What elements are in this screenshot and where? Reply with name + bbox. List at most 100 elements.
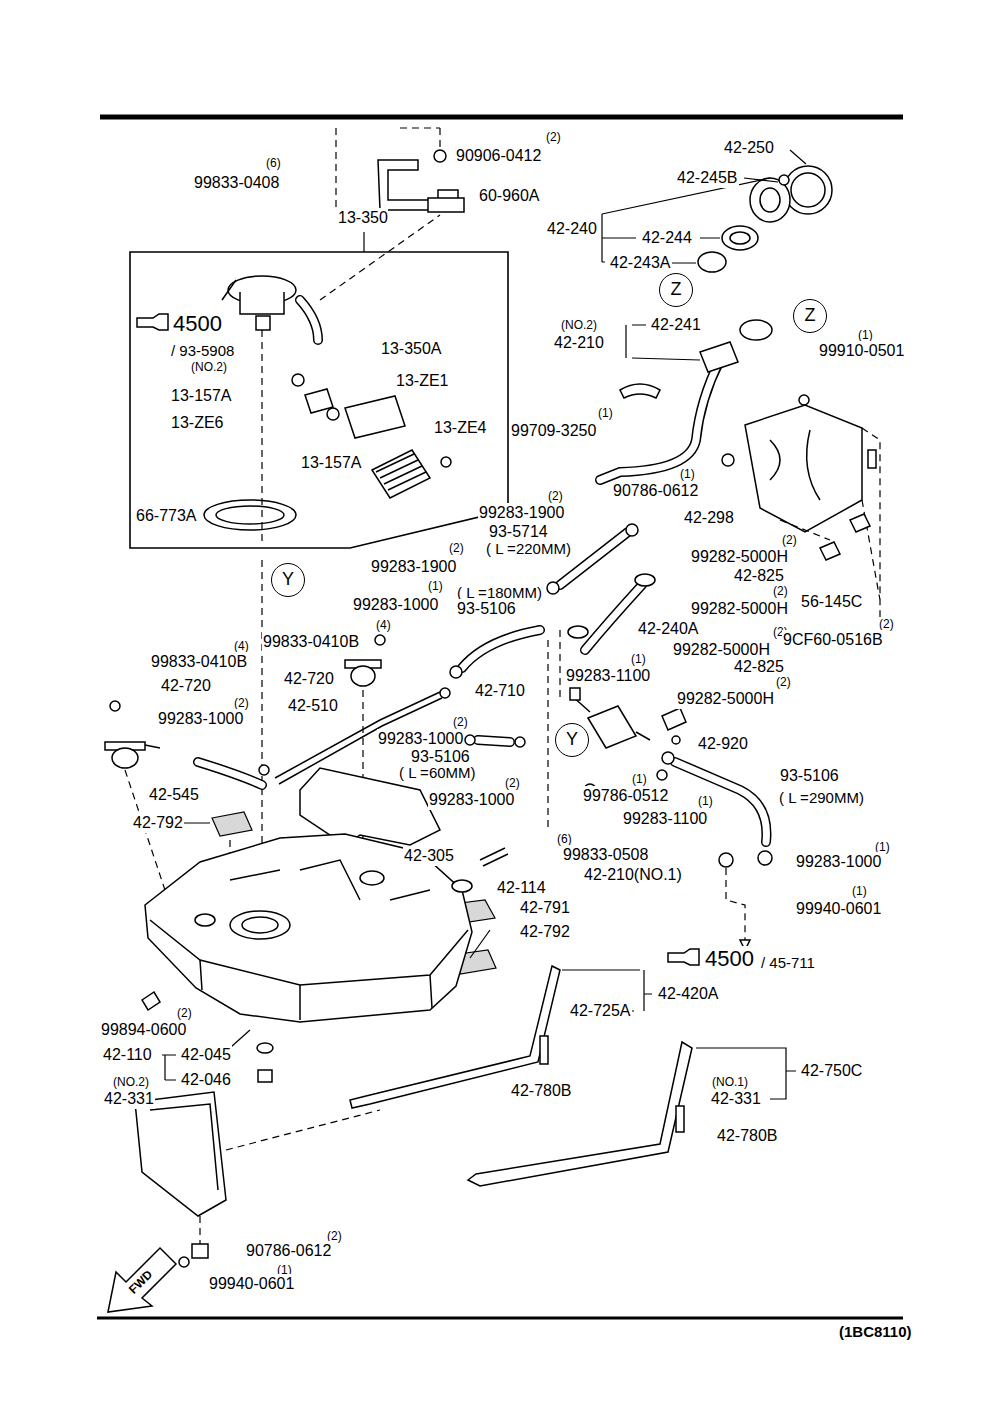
reference-hand bbox=[137, 314, 168, 330]
figure-code: (1BC8110) bbox=[838, 1323, 913, 1341]
section-reference: 4500 bbox=[704, 946, 755, 972]
part-number: 42-331 bbox=[710, 1089, 762, 1108]
quantity-note: (2) bbox=[504, 776, 521, 790]
part-number: 99833-0410B bbox=[150, 652, 248, 671]
outline bbox=[130, 252, 508, 548]
part-number: 90786-0612 bbox=[612, 481, 699, 500]
reference-circle: Z bbox=[659, 273, 693, 307]
leader-line bbox=[363, 232, 364, 252]
quantity-note: (2) bbox=[233, 696, 250, 710]
part-number: 99283-1900 bbox=[478, 503, 565, 522]
hose bbox=[198, 762, 262, 785]
quantity-note: (1) bbox=[630, 652, 647, 666]
part-number: 99833-0410B bbox=[262, 632, 360, 651]
canister bbox=[745, 405, 862, 532]
part-number: 99709-3250 bbox=[510, 421, 597, 440]
part-number: 13-ZE1 bbox=[395, 371, 449, 390]
part-number: 99283-1900 bbox=[370, 557, 457, 576]
part-number: 99833-0408 bbox=[193, 173, 280, 192]
part-number: 99894-0600 bbox=[100, 1020, 187, 1039]
part-number: 42-210(NO.1) bbox=[583, 865, 683, 884]
part-number: 42-780B bbox=[510, 1081, 573, 1100]
part-number: 13-ZE4 bbox=[433, 418, 487, 437]
quantity-note: (6) bbox=[265, 156, 282, 170]
assembly-outline-shape bbox=[128, 196, 518, 552]
part-number: 42-825 bbox=[733, 657, 785, 676]
part-number: 90906-0412 bbox=[455, 146, 542, 165]
section-reference: 4500 bbox=[172, 311, 223, 337]
part-number: 13-157A bbox=[170, 386, 233, 405]
hose bbox=[462, 630, 540, 668]
part-number: 42-825 bbox=[733, 566, 785, 585]
part-number: 42-720 bbox=[283, 669, 335, 688]
fuel-tank bbox=[145, 834, 508, 1082]
quantity-note: (NO.2) bbox=[112, 1075, 150, 1089]
part-number: 99833-0508 bbox=[562, 845, 649, 864]
quantity-note: (1) bbox=[427, 579, 444, 593]
strap bbox=[468, 1042, 692, 1186]
part-number: 42-510 bbox=[287, 696, 339, 715]
quantity-note: (2) bbox=[547, 489, 564, 503]
part-number: 42-046 bbox=[180, 1070, 232, 1089]
quantity-note: (1) bbox=[697, 794, 714, 808]
part-number: 42-240 bbox=[546, 219, 598, 238]
part-number: 13-157A bbox=[300, 453, 363, 472]
sender-bracket bbox=[378, 150, 464, 212]
part-number: 42-725A bbox=[569, 1001, 632, 1020]
quantity-note: (NO.2) bbox=[560, 318, 598, 332]
part-number: 99283-1000 bbox=[795, 852, 882, 871]
quantity-note: (1) bbox=[597, 406, 614, 420]
quantity-note: (2) bbox=[545, 130, 562, 144]
reference-letter: Y bbox=[566, 729, 578, 751]
quantity-note: (2) bbox=[452, 715, 469, 729]
quantity-note: (2) bbox=[775, 675, 792, 689]
gasket bbox=[204, 500, 296, 530]
part-number: 9CF60-0516B bbox=[782, 630, 884, 649]
length-note: ( L =290MM) bbox=[778, 789, 865, 807]
quantity-note: (4) bbox=[233, 639, 250, 653]
part-number: 42-045 bbox=[180, 1045, 232, 1064]
part-number: 93-5714 bbox=[488, 522, 549, 541]
part-number: 99910-0501 bbox=[818, 341, 905, 360]
rollover-valve bbox=[105, 635, 385, 768]
part-number: 99282-5000H bbox=[690, 599, 789, 618]
part-number: 42-791 bbox=[519, 898, 571, 917]
part-number: 42-710 bbox=[474, 681, 526, 700]
length-note: / 45-711 bbox=[760, 954, 816, 972]
hose bbox=[585, 585, 642, 650]
reference-hand bbox=[668, 949, 699, 965]
part-number: 99283-1100 bbox=[622, 809, 708, 828]
part-number: 99283-1100 bbox=[565, 666, 651, 685]
length-note: ( L =220MM) bbox=[485, 540, 572, 558]
part-number: 99283-1000 bbox=[377, 729, 464, 748]
part-number: 42-250 bbox=[723, 138, 775, 157]
part-number: 99282-5000H bbox=[676, 689, 775, 708]
part-number: 42-241 bbox=[650, 315, 702, 334]
hose bbox=[675, 762, 766, 842]
bottom-rule bbox=[97, 1317, 903, 1320]
direction-mark: FWD bbox=[125, 1267, 156, 1298]
quantity-note: (2) bbox=[772, 584, 789, 598]
part-number: 42-245B bbox=[676, 168, 739, 187]
forward-arrow bbox=[108, 1248, 176, 1312]
reference-circle: Y bbox=[555, 723, 589, 757]
reference-circle: Z bbox=[793, 299, 827, 333]
part-number: 42-240A bbox=[637, 619, 700, 638]
part-number: 99283-1000 bbox=[428, 790, 515, 809]
part-number: 42-780B bbox=[716, 1126, 779, 1145]
quantity-note: (1) bbox=[631, 772, 648, 786]
part-number: 99283-1000 bbox=[352, 595, 439, 614]
length-note: / 93-5908 bbox=[170, 342, 235, 360]
part-number: 13-ZE6 bbox=[170, 413, 224, 432]
reference-letter: Z bbox=[805, 305, 816, 327]
part-number: 42-420A bbox=[657, 984, 720, 1003]
part-number: 56-145C bbox=[800, 592, 863, 611]
quantity-note: (2) bbox=[448, 541, 465, 555]
part-number: 66-773A bbox=[135, 506, 198, 525]
part-number: 42-244 bbox=[641, 228, 693, 247]
part-number: 99282-5000H bbox=[690, 547, 789, 566]
part-number: 42-920 bbox=[697, 734, 749, 753]
